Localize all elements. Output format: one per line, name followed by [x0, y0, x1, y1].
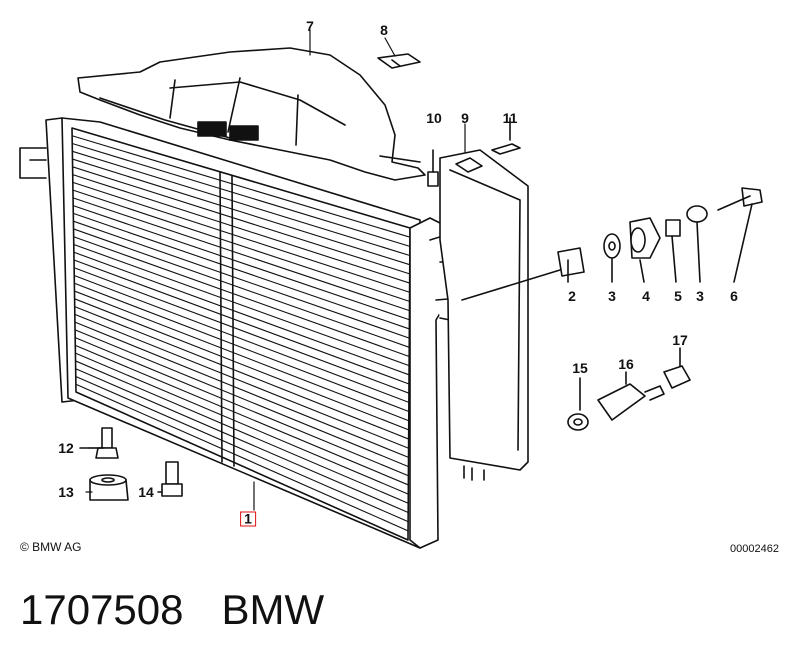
- copyright-text: © BMW AG: [20, 540, 82, 554]
- radiator-fin: [72, 228, 410, 348]
- radiator-fin: [73, 236, 410, 358]
- radiator-fin: [71, 150, 411, 257]
- mount-assembly: [461, 187, 763, 301]
- radiator-fin: [73, 251, 410, 376]
- radiator-fin: [72, 205, 410, 321]
- callout-12[interactable]: 12: [58, 440, 74, 456]
- callout-1[interactable]: 1: [240, 511, 256, 527]
- radiator-fin: [75, 383, 409, 532]
- radiator-exploded-diagram: [19, 29, 763, 549]
- radiator-fin: [74, 306, 410, 440]
- callout-7[interactable]: 7: [306, 18, 314, 34]
- callout-9[interactable]: 9: [461, 110, 469, 126]
- radiator-fin: [72, 189, 411, 302]
- clip-part-10: [427, 149, 439, 187]
- radiator-fin: [73, 243, 410, 367]
- callout-5[interactable]: 5: [674, 288, 682, 304]
- footer-caption: 1707508 BMW: [20, 585, 324, 635]
- callout-11[interactable]: 11: [502, 110, 518, 126]
- radiator-fin: [72, 174, 411, 284]
- sensor-parts: [567, 347, 691, 431]
- radiator-fin: [71, 135, 411, 238]
- radiator-fin: [73, 259, 410, 385]
- brand-name: BMW: [221, 586, 325, 633]
- callout-14[interactable]: 14: [138, 484, 154, 500]
- radiator-fin: [74, 360, 409, 504]
- callout-3b[interactable]: 3: [696, 288, 704, 304]
- radiator-fin: [74, 329, 410, 468]
- radiator-fin: [74, 313, 410, 449]
- radiator-fin: [72, 181, 411, 293]
- radiator-fin: [75, 368, 409, 514]
- radiator-fin: [73, 282, 410, 413]
- radiator-fin: [72, 212, 410, 330]
- radiator-core: [61, 117, 421, 549]
- radiator-fin: [72, 197, 411, 312]
- callout-6[interactable]: 6: [730, 288, 738, 304]
- radiator-fin: [74, 321, 410, 458]
- part-number: 1707508: [20, 586, 184, 633]
- radiator-fin: [74, 337, 409, 477]
- callout-2[interactable]: 2: [568, 288, 576, 304]
- radiator-fin: [72, 166, 411, 275]
- side-bracket: [439, 149, 529, 481]
- callout-8[interactable]: 8: [380, 22, 388, 38]
- radiator-fin: [72, 220, 410, 339]
- clip-part-8: [377, 53, 421, 69]
- callout-13[interactable]: 13: [58, 484, 74, 500]
- diagram-number: 00002462: [730, 543, 779, 555]
- radiator-fin: [71, 142, 411, 247]
- radiator-fin: [75, 375, 409, 523]
- radiator-fin: [71, 158, 411, 266]
- radiator-fin: [74, 298, 410, 431]
- mount-parts-bottom-left: [79, 427, 183, 501]
- callout-10[interactable]: 10: [426, 110, 442, 126]
- callout-16[interactable]: 16: [618, 356, 634, 372]
- radiator-fin: [74, 344, 409, 486]
- leader-lines: [85, 29, 466, 511]
- fan-shroud: [77, 47, 426, 181]
- callout-15[interactable]: 15: [572, 360, 588, 376]
- radiator-fin: [73, 290, 410, 422]
- radiator-fin: [73, 267, 410, 394]
- callout-4[interactable]: 4: [642, 288, 650, 304]
- radiator-fin: [73, 274, 410, 403]
- callout-3[interactable]: 3: [608, 288, 616, 304]
- radiator-fin: [74, 352, 409, 495]
- screw-part-11: [491, 117, 521, 155]
- callout-17[interactable]: 17: [672, 332, 688, 348]
